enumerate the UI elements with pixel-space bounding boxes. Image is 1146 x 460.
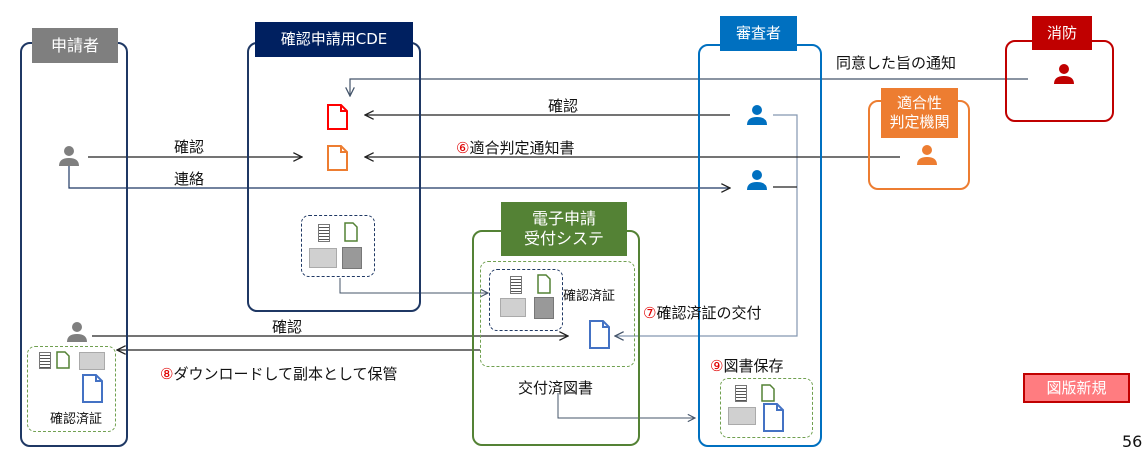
list-icon	[318, 224, 330, 242]
green-document-icon	[537, 274, 551, 294]
blue-certificate-icon	[82, 374, 103, 403]
blue-certificate-icon	[763, 403, 784, 432]
consent-notice-label: 同意した旨の通知	[836, 54, 957, 72]
applicant-confirm-label: 確認	[174, 138, 205, 156]
green-document-icon	[56, 351, 70, 369]
download-label: ⑧ダウンロードして副本として保管	[160, 363, 398, 384]
reviewer-confirm-label: 確認	[548, 97, 579, 115]
download-text: ダウンロードして副本として保管	[173, 365, 398, 383]
applicant-label: 申請者	[32, 28, 118, 63]
building-doc-icon	[342, 247, 362, 269]
orange-document-icon	[327, 145, 348, 171]
certificate-label-applicant: 確認済証	[50, 412, 103, 427]
conformity-label: 適合性 判定機関	[881, 88, 958, 138]
step-7-number: ⑦	[643, 304, 657, 322]
contact-line	[68, 163, 730, 188]
list-icon	[510, 276, 522, 294]
list-icon	[735, 385, 747, 402]
archive-text: 図書保存	[723, 357, 784, 375]
applicant-person-icon-2	[67, 322, 87, 342]
certificate-label-system: 確認済証	[563, 289, 616, 304]
bottom-confirm-label: 確認	[272, 318, 303, 336]
e-system-label-line1: 電子申請	[531, 209, 596, 228]
green-document-icon	[344, 222, 358, 242]
fire-dept-person-icon	[1054, 64, 1074, 84]
step-8-number: ⑧	[160, 365, 174, 383]
pdf-icon	[500, 298, 526, 317]
archive-label: ⑨図書保存	[710, 355, 783, 376]
e-system-label: 電子申請 受付システ	[501, 202, 627, 256]
pdf-icon	[309, 248, 337, 268]
conformity-label-line1: 適合性	[896, 94, 942, 113]
reviewer-label: 審査者	[720, 16, 797, 51]
e-system-certificate-area	[480, 261, 635, 367]
new-figure-badge: 図版新規	[1023, 373, 1130, 403]
fire-dept-label: 消防	[1032, 16, 1092, 50]
list-icon	[39, 352, 51, 369]
conformity-person-icon	[917, 145, 937, 165]
issued-docs-label: 交付済図書	[518, 379, 594, 397]
conformity-notice-label: ⑥適合判定通知書	[456, 137, 574, 158]
green-document-icon	[761, 384, 775, 402]
building-doc-icon	[534, 297, 554, 319]
pdf-icon	[728, 407, 756, 425]
reviewer-person-icon-1	[747, 105, 767, 125]
archive-document-set	[720, 378, 813, 438]
applicant-document-set	[27, 346, 116, 432]
certificate-issue-label: ⑦確認済証の交付	[643, 302, 761, 323]
page-number: 56	[1122, 432, 1143, 451]
conformity-label-line2: 判定機関	[889, 113, 950, 131]
step-9-number: ⑨	[710, 357, 724, 375]
contact-label: 連絡	[174, 170, 205, 188]
e-system-document-set	[489, 269, 563, 331]
cde-document-set	[301, 215, 375, 277]
blue-certificate-icon	[589, 320, 610, 349]
certificate-issue-text: 確認済証の交付	[656, 304, 762, 322]
pdf-icon	[79, 352, 105, 370]
cde-label: 確認申請用CDE	[255, 22, 413, 57]
reviewer-person-icon-2	[747, 170, 767, 190]
conformity-notice-text: 適合判定通知書	[469, 139, 575, 157]
consent-notice-line	[350, 78, 1028, 96]
red-document-icon	[327, 104, 348, 130]
applicant-person-icon	[59, 146, 79, 166]
e-system-label-line2: 受付システ	[523, 229, 604, 248]
step-6-number: ⑥	[456, 139, 470, 157]
